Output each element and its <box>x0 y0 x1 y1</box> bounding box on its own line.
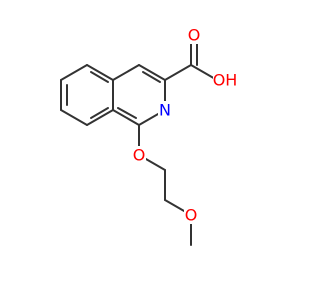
label-background <box>213 71 237 89</box>
bond <box>190 64 218 81</box>
label-background <box>184 206 198 224</box>
double-bond-inner <box>90 107 109 119</box>
double-bond-inner <box>142 71 161 83</box>
bond <box>60 109 88 126</box>
bond <box>138 64 166 81</box>
label-background <box>132 146 146 164</box>
bond <box>60 64 88 81</box>
bond <box>86 64 114 81</box>
bond <box>164 64 192 81</box>
atom-n: N <box>159 101 171 120</box>
atom-o: O <box>133 146 146 165</box>
label-background <box>187 26 201 44</box>
bond <box>112 109 140 126</box>
label-background <box>158 101 172 119</box>
double-bond-inner <box>90 71 109 83</box>
atom-label-layer: N O OH O O <box>132 26 237 225</box>
double-bond-inner <box>117 107 137 119</box>
bond-layer <box>60 34 218 246</box>
bond <box>112 64 140 81</box>
atom-o: O <box>188 26 201 45</box>
atom-oh: OH <box>213 71 238 90</box>
structure-drawing: N O OH O O <box>60 26 237 246</box>
atom-o: O <box>185 206 198 225</box>
bond <box>86 109 114 126</box>
